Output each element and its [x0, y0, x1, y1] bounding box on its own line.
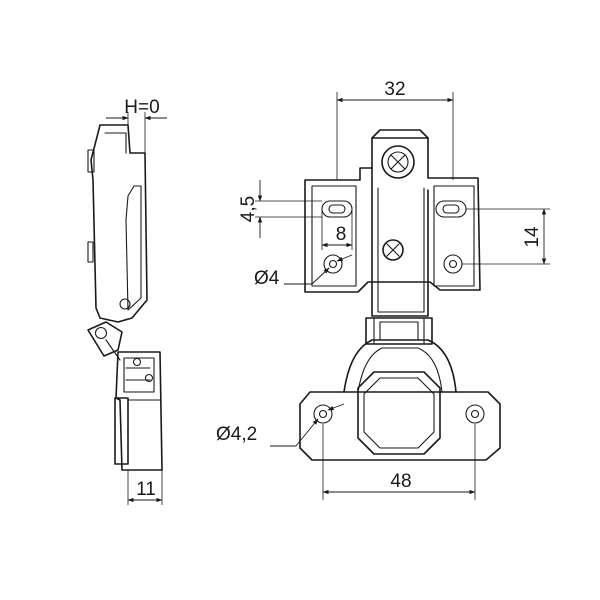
slot-to-hole-label: 14: [522, 226, 543, 248]
cup-hole-spacing-label: 48: [390, 471, 411, 492]
cup-hole-spacing-dimension: 48: [322, 424, 476, 500]
mount-hole-diameter-label: Ø4: [254, 268, 280, 289]
hole-spacing-dimension: 32: [336, 79, 454, 180]
cup-hole-diameter-label: Ø4,2: [216, 424, 257, 445]
cup-offset-dimension: H=0: [106, 97, 167, 153]
cup-hole-diameter-dimension: Ø4,2: [216, 403, 345, 447]
slot-to-hole-dimension: 14: [462, 208, 550, 265]
slot-length-label: 8: [336, 224, 347, 245]
mount-hole-diameter-dimension: Ø4: [254, 254, 353, 289]
hole-spacing-label: 32: [384, 79, 405, 100]
slot-length-dimension: 8: [321, 209, 353, 250]
mount-height-dimension: 11: [127, 470, 163, 505]
cup-offset-label: H=0: [124, 97, 159, 118]
mount-height-label: 11: [136, 479, 156, 500]
hinge-front-view: [299, 129, 501, 461]
slot-width-dimension: 4,5: [238, 180, 322, 238]
slot-width-label: 4,5: [238, 196, 259, 222]
hinge-side-view: [87, 124, 163, 471]
